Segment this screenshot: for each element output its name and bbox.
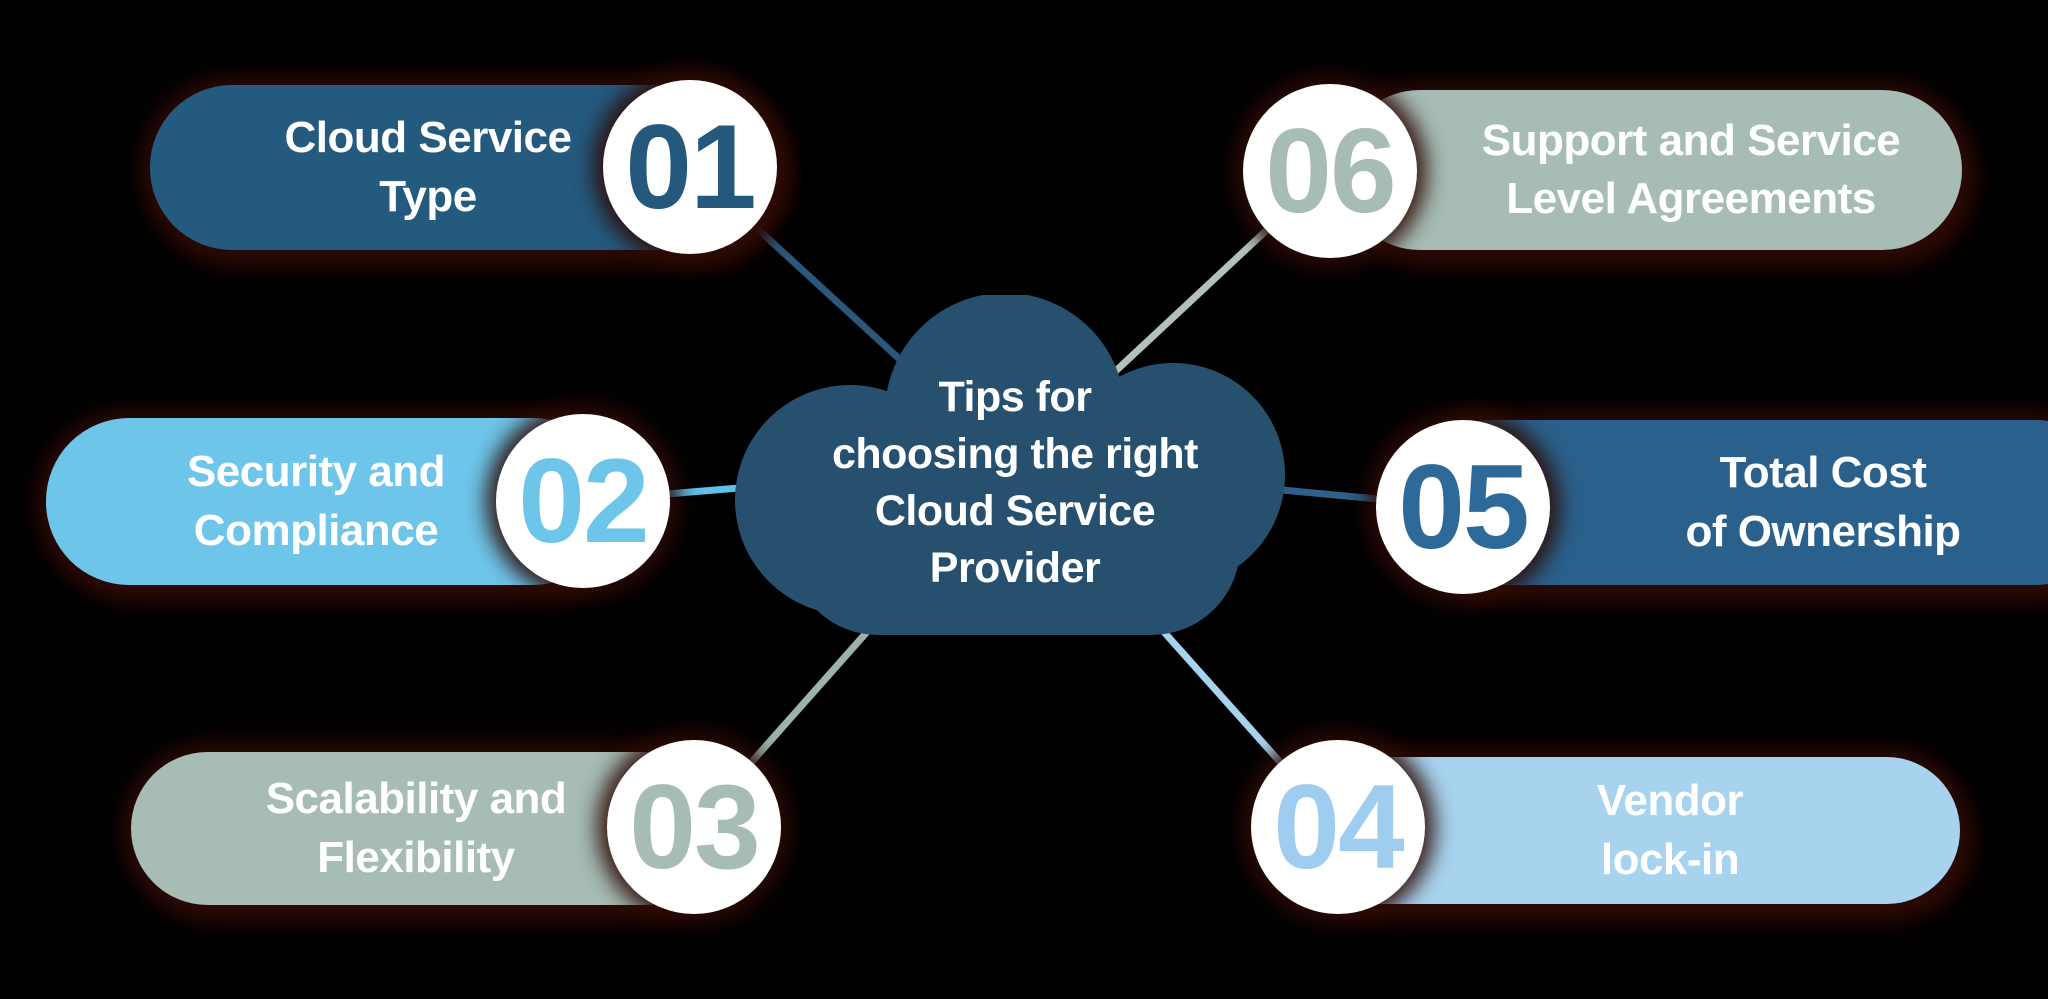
central-cloud: Tips for choosing the right Cloud Servic… bbox=[715, 295, 1315, 635]
title-line: Tips for bbox=[938, 372, 1092, 421]
diagram-title: Tips for choosing the right Cloud Servic… bbox=[715, 295, 1315, 635]
title-line: Provider bbox=[929, 544, 1101, 593]
title-line: Cloud Service bbox=[874, 487, 1156, 535]
title-line: choosing the right bbox=[831, 429, 1199, 478]
cloud-icon bbox=[735, 295, 1285, 635]
